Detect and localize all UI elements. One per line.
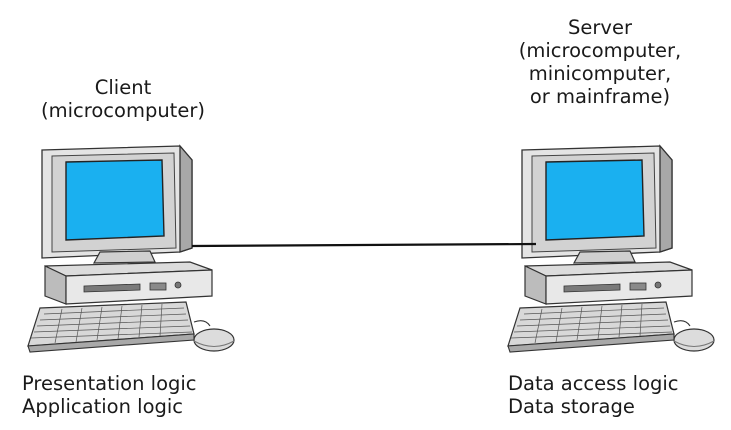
client-title: Client xyxy=(94,76,152,99)
server-roles: Data access logic Data storage xyxy=(508,372,679,418)
client-computer-icon xyxy=(27,145,235,353)
server-subtitle-line-2: minicomputer, xyxy=(528,62,672,85)
client-roles: Presentation logic Application logic xyxy=(22,372,197,418)
client-role-application: Application logic xyxy=(22,395,184,418)
server-subtitle-line-1: (microcomputer, xyxy=(518,39,682,62)
client-subtitle: (microcomputer) xyxy=(41,99,205,122)
server-label: Server (microcomputer, minicomputer, or … xyxy=(500,16,700,108)
server-title: Server xyxy=(568,16,632,39)
client-label: Client (microcomputer) xyxy=(18,76,228,122)
server-computer-icon xyxy=(507,145,715,353)
network-link xyxy=(191,242,537,248)
client-role-presentation: Presentation logic xyxy=(22,372,197,395)
server-subtitle-line-3: or mainframe) xyxy=(529,85,671,108)
server-role-data-storage: Data storage xyxy=(508,395,635,418)
server-role-data-access: Data access logic xyxy=(508,372,679,395)
